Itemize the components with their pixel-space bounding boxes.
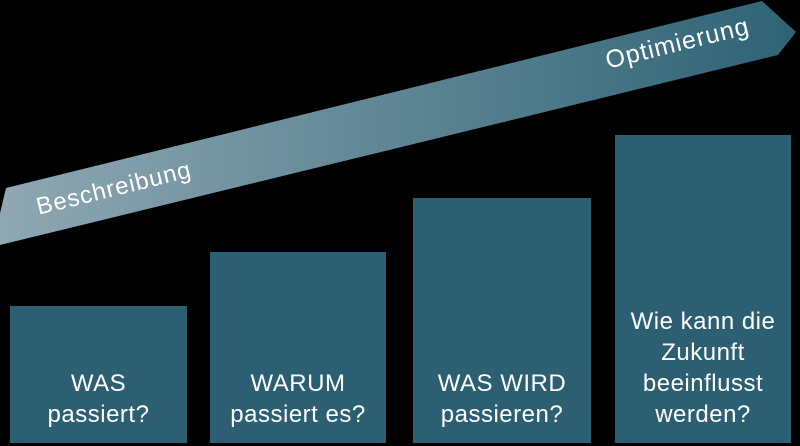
bar-text-line: passieren? xyxy=(440,401,564,428)
bar-text-line: Zukunft xyxy=(661,339,745,366)
bar-was-wird-passieren: WAS WIRD passieren? xyxy=(413,198,591,443)
bar-text-line: Wie kann die xyxy=(630,308,776,335)
bar-text-line: WAS xyxy=(70,370,127,397)
bar-text-line: beeinflusst xyxy=(642,370,764,397)
bar-text-line: passiert es? xyxy=(230,401,366,428)
bar-was-passiert: WAS passiert? xyxy=(10,306,187,443)
trend-arrow-ribbon xyxy=(0,1,796,246)
bar-text-line: WARUM xyxy=(250,370,346,397)
bar-warum-passiert-es: WARUM passiert es? xyxy=(210,252,386,443)
bar-text-line: werden? xyxy=(655,401,751,428)
bar-wie-kann-zukunft-beeinflusst-werden: Wie kann die Zukunft beeinflusst werden? xyxy=(615,135,791,443)
bar-text-line: passiert? xyxy=(47,401,150,428)
bar-text-line: WAS WIRD xyxy=(437,370,567,397)
